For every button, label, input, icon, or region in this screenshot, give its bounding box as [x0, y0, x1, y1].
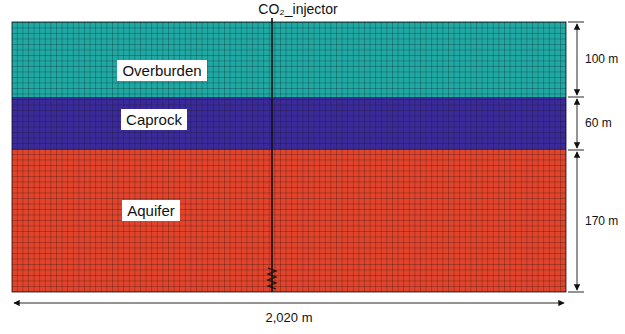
dimension-label: 60 m: [583, 116, 614, 131]
dimension-label: 170 m: [583, 214, 620, 229]
layer-label-box: Aquifer: [122, 200, 180, 221]
layer-name: Overburden: [122, 62, 201, 79]
mesh-grid: [12, 22, 566, 292]
well-name: CO₂_injector: [256, 2, 339, 17]
layer-name: Aquifer: [127, 202, 175, 219]
dimension-ticks: [568, 22, 584, 292]
dimension-arrows: [14, 24, 577, 303]
layer-label-box: Overburden: [117, 60, 207, 81]
dimension-label: 100 m: [583, 52, 620, 67]
dimension-label: 2,020 m: [264, 310, 315, 325]
perforations: [268, 268, 276, 289]
layer-name: Caprock: [126, 111, 182, 128]
injector-well: [271, 18, 273, 292]
layer-label-box: Caprock: [121, 109, 187, 130]
